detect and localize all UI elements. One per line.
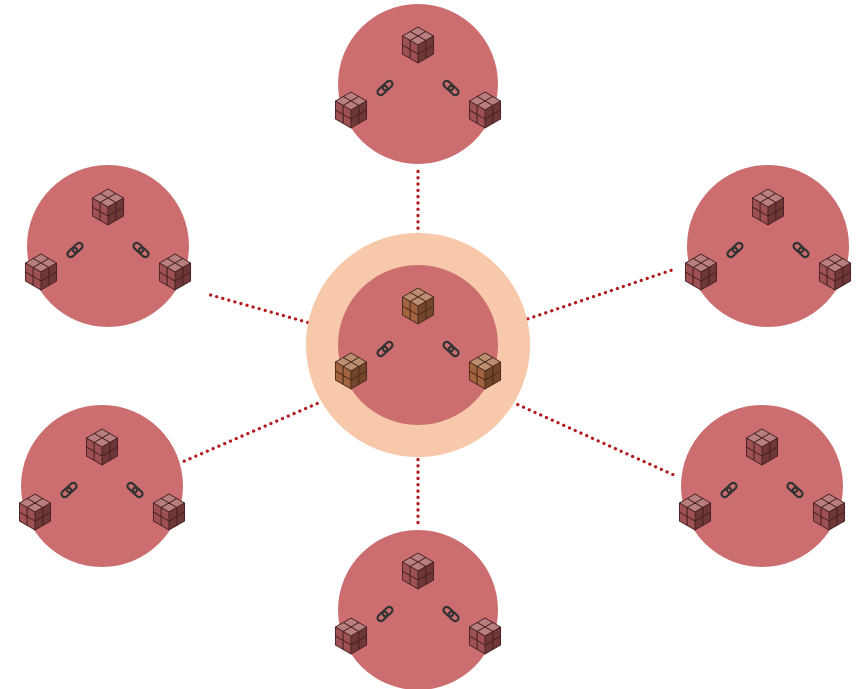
blockchain-cluster-icon xyxy=(684,188,852,291)
peer-lower-right-node xyxy=(678,405,846,567)
chain-link-icon xyxy=(442,79,460,97)
block-cube-icon xyxy=(334,91,368,129)
connections-layer xyxy=(178,164,678,530)
blockchain-cluster-icon xyxy=(678,428,846,531)
chain-link-icon xyxy=(376,605,394,623)
block-cube-icon xyxy=(818,253,852,291)
blockchain-cluster-icon xyxy=(334,26,502,129)
peer-lower-right-circle xyxy=(681,405,843,567)
block-cube-icon xyxy=(158,253,192,291)
block-cube-icon xyxy=(468,617,502,655)
block-cube-icon xyxy=(334,352,368,390)
block-cube-icon xyxy=(468,91,502,129)
blockchain-cluster-icon xyxy=(334,552,502,655)
block-cube-icon xyxy=(468,352,502,390)
block-cube-icon xyxy=(678,493,712,531)
blockchain-cluster-icon xyxy=(18,428,186,531)
block-cube-icon xyxy=(334,617,368,655)
peer-top-circle xyxy=(338,4,498,164)
peer-bottom-node xyxy=(334,530,502,689)
chain-link-icon xyxy=(66,241,84,259)
peer-lower-left-node xyxy=(18,405,186,567)
connection-line-peer-upper-left xyxy=(205,292,340,333)
block-cube-icon xyxy=(684,253,718,291)
hub-circle xyxy=(338,265,498,425)
connection-line-peer-upper-right xyxy=(496,268,674,331)
block-cube-icon xyxy=(18,493,52,531)
connection-line-peer-lower-right xyxy=(510,400,678,478)
block-cube-icon xyxy=(401,552,435,590)
blockchain-cluster-icon xyxy=(24,188,192,291)
chain-link-icon xyxy=(60,481,78,499)
chain-link-icon xyxy=(786,481,804,499)
peer-bottom-circle xyxy=(338,530,498,689)
chain-link-icon xyxy=(132,241,150,259)
peer-upper-left-circle xyxy=(27,165,189,327)
block-cube-icon xyxy=(401,26,435,64)
block-cube-icon xyxy=(745,428,779,466)
peer-top-node xyxy=(334,4,502,164)
block-cube-icon xyxy=(812,493,846,531)
peer-upper-right-node xyxy=(684,165,852,327)
chain-link-icon xyxy=(442,605,460,623)
blockchain-cluster-icon xyxy=(334,287,502,390)
block-cube-icon xyxy=(401,287,435,325)
chain-link-icon xyxy=(792,241,810,259)
nodes-layer xyxy=(18,4,852,689)
peer-lower-left-circle xyxy=(21,405,183,567)
block-cube-icon xyxy=(751,188,785,226)
peer-upper-right-circle xyxy=(687,165,849,327)
chain-link-icon xyxy=(442,340,460,358)
chain-link-icon xyxy=(126,481,144,499)
chain-link-icon xyxy=(726,241,744,259)
chain-link-icon xyxy=(720,481,738,499)
chain-link-icon xyxy=(376,340,394,358)
block-cube-icon xyxy=(24,253,58,291)
block-cube-icon xyxy=(91,188,125,226)
peer-upper-left-node xyxy=(24,165,192,327)
connection-line-peer-lower-left xyxy=(178,399,325,465)
block-cube-icon xyxy=(152,493,186,531)
block-cube-icon xyxy=(85,428,119,466)
hub-node xyxy=(306,233,530,457)
chain-link-icon xyxy=(376,79,394,97)
